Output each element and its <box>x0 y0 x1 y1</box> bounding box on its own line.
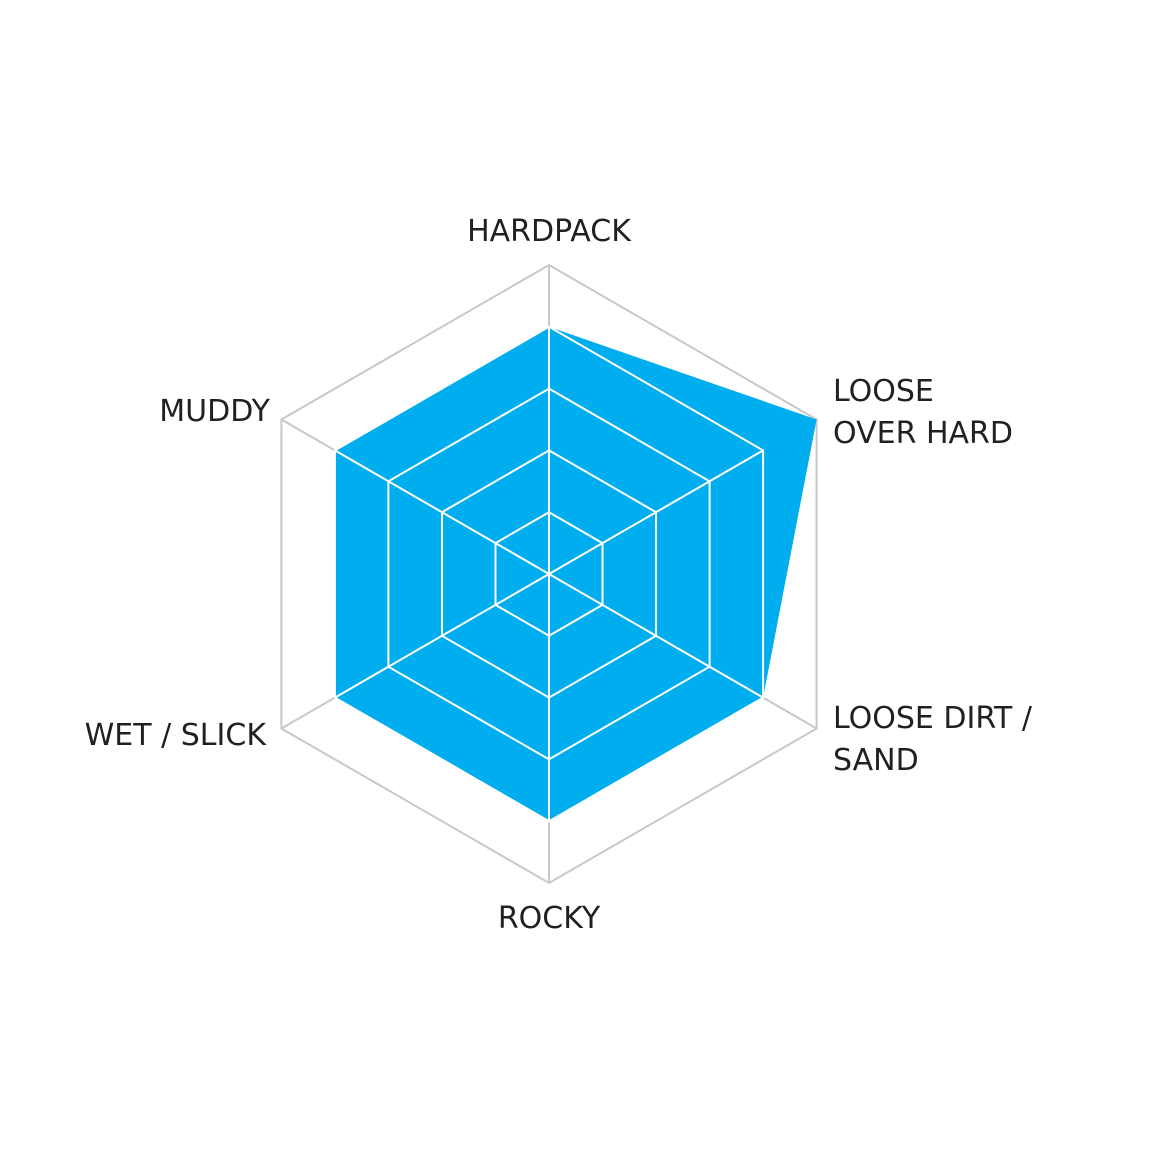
data-area <box>334 326 817 822</box>
grid-spoke-inner <box>334 573 550 699</box>
axis-label-0: HARDPACK <box>467 214 632 249</box>
axis-label-5: MUDDY <box>159 394 270 429</box>
axis-label-4: WET / SLICK <box>85 718 268 753</box>
axis-label-2: LOOSE DIRT /SAND <box>833 701 1033 778</box>
axis-label-3: ROCKY <box>498 901 601 936</box>
grid-spoke-inner <box>334 449 550 575</box>
inner-grid <box>333 325 765 823</box>
grid-spoke-inner <box>548 449 764 575</box>
grid-spoke-inner <box>548 573 764 699</box>
